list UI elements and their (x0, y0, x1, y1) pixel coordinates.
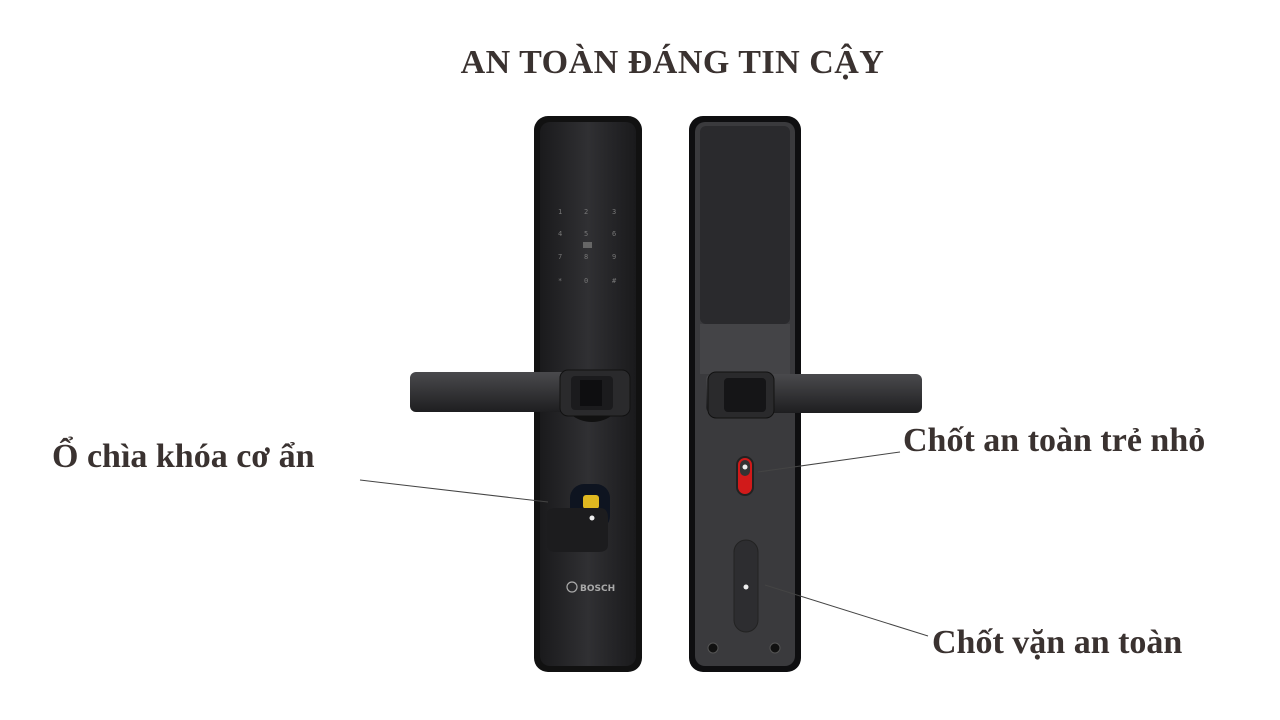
front-handle (410, 369, 631, 417)
callout-line-safety-knob (764, 584, 929, 637)
keypad: 1 2 3 4 5 6 7 8 9 * 0 # (558, 208, 617, 285)
svg-text:3: 3 (612, 208, 616, 216)
svg-text:9: 9 (612, 253, 616, 261)
svg-text:8: 8 (584, 253, 588, 261)
callout-line-child-lock (757, 451, 901, 473)
svg-text:7: 7 (558, 253, 562, 261)
svg-text:6: 6 (612, 230, 616, 238)
svg-text:4: 4 (558, 230, 562, 238)
back-lock-panel (689, 116, 922, 672)
svg-text:5: 5 (584, 230, 588, 238)
screw-icon (769, 642, 781, 654)
front-lock-panel: 1 2 3 4 5 6 7 8 9 * 0 # BOSCH (410, 116, 642, 672)
svg-text:BOSCH: BOSCH (580, 584, 615, 594)
battery-cover (700, 126, 790, 324)
callout-child-lock: Chốt an toàn trẻ nhỏ (903, 422, 1206, 459)
child-lock-switch (736, 456, 754, 496)
svg-text:#: # (612, 277, 617, 285)
bosch-logo: BOSCH (566, 581, 615, 594)
svg-text:0: 0 (584, 277, 588, 285)
callout-safety-knob: Chốt vặn an toàn (932, 624, 1183, 661)
page-title: AN TOÀN ĐÁNG TIN CẬY (460, 44, 885, 81)
callout-hidden-key: Ổ chìa khóa cơ ẩn (52, 438, 315, 475)
screw-icon (707, 642, 719, 654)
hidden-key-cylinder (547, 484, 610, 552)
svg-text:*: * (558, 277, 562, 285)
safety-knob (733, 539, 759, 633)
svg-text:2: 2 (584, 208, 588, 216)
back-handle (706, 371, 922, 419)
fingerprint-sensor (580, 380, 602, 406)
svg-text:1: 1 (558, 208, 562, 216)
callout-line-hidden-key (359, 479, 549, 503)
